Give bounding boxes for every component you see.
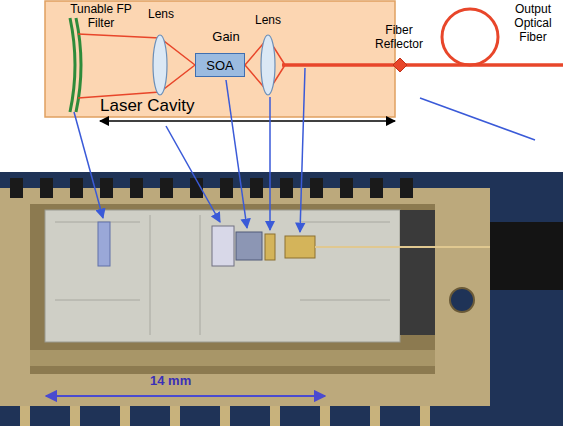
- package-body: [0, 188, 490, 406]
- package-tab: [130, 178, 143, 198]
- beam-ray: [78, 34, 195, 98]
- dimension-arrow: [46, 395, 325, 397]
- package-wall: [400, 210, 435, 335]
- cavity-label: Laser Cavity: [100, 96, 220, 116]
- optical-fiber: [470, 63, 563, 67]
- lens-part: [265, 234, 275, 260]
- package-cavity: [30, 204, 435, 374]
- leader-arrow: [74, 112, 103, 218]
- package-tab: [100, 178, 113, 198]
- package-tab: [250, 178, 263, 198]
- package-pin: [20, 406, 30, 426]
- package-pin: [370, 406, 380, 426]
- package-tab: [280, 178, 293, 198]
- mount-hole: [450, 288, 474, 312]
- package-tab: [160, 178, 173, 198]
- package-tab: [40, 178, 53, 198]
- dimension-label: 14 mm: [150, 374, 220, 389]
- package-pin: [70, 406, 80, 426]
- part-label: Lens: [146, 8, 176, 22]
- package-rail: [30, 350, 435, 366]
- part-label: Gain: [210, 30, 242, 45]
- part-label: Fiber Reflector: [366, 24, 432, 52]
- fiber-reflector: [393, 58, 407, 72]
- lens-part: [212, 226, 234, 266]
- filter-mirror: [70, 18, 75, 112]
- package-tab: [70, 178, 83, 198]
- leader-arrow: [300, 68, 305, 232]
- optical-bench: [45, 210, 400, 342]
- package-tab: [220, 178, 233, 198]
- package-tab: [370, 178, 383, 198]
- package-pin: [270, 406, 280, 426]
- soa-part: [236, 232, 262, 260]
- leader-arrow: [166, 126, 220, 222]
- package-tab: [10, 178, 23, 198]
- package-pin: [420, 406, 430, 426]
- fiber-coil: [442, 9, 498, 65]
- package-pin: [320, 406, 330, 426]
- filter-part: [98, 222, 110, 266]
- fiber-ferrule: [285, 236, 315, 258]
- part-label: Tunable FP Filter: [60, 3, 142, 31]
- module-panel: [45, 1, 395, 117]
- package-tab: [400, 178, 413, 198]
- node-text: SOA: [206, 58, 233, 73]
- part-label: Lens: [253, 14, 283, 28]
- package-pin: [220, 406, 230, 426]
- package-pin: [170, 406, 180, 426]
- optical-fiber: [282, 63, 470, 67]
- leader-arrow: [420, 98, 535, 140]
- package-tab: [310, 178, 323, 198]
- gain-box: SOA: [195, 53, 245, 77]
- fiber-cable: [490, 222, 563, 290]
- package-tab: [340, 178, 353, 198]
- lens-symbol: [153, 35, 167, 95]
- cavity-arrow: [100, 120, 395, 122]
- leader-arrow: [226, 80, 247, 228]
- photo-fiber: [315, 246, 490, 248]
- leader-arrow: [269, 97, 271, 230]
- bench-trace: [55, 215, 390, 335]
- photo-background: [0, 172, 563, 426]
- output-label: Output Optical Fiber: [508, 3, 558, 44]
- package-pin: [120, 406, 130, 426]
- lens-symbol: [261, 35, 275, 95]
